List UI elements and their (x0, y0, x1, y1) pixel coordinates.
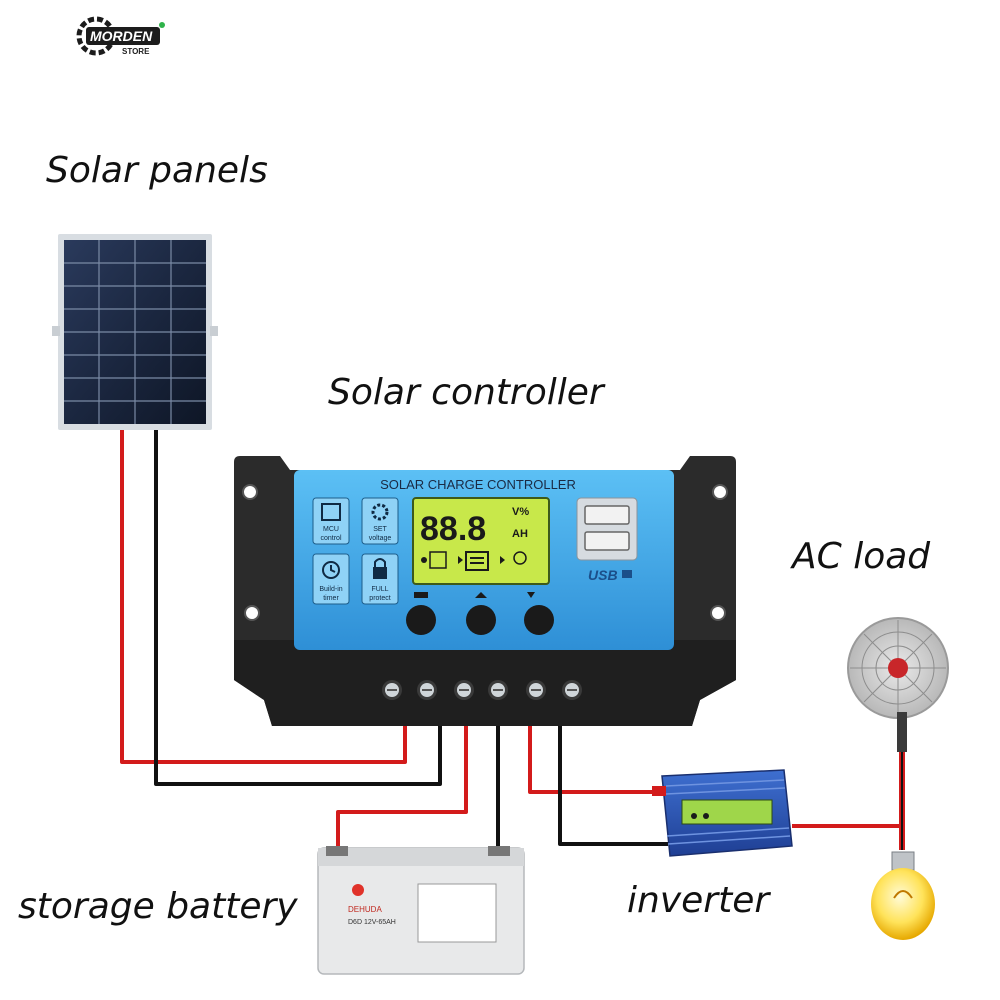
mcu-line2: control (320, 535, 341, 542)
battery-logo (352, 884, 364, 896)
timer-line2: timer (323, 595, 339, 602)
feature-timer: Build-in timer (312, 553, 350, 605)
gear-icon (371, 503, 389, 521)
battery-positive-terminal (326, 846, 348, 856)
set-line2: voltage (369, 535, 392, 542)
lcd-value: 88.8 (420, 510, 486, 548)
light-bulb (871, 851, 935, 940)
feature-set-voltage: SET voltage (361, 497, 399, 545)
storage-battery-label: storage battery (18, 886, 298, 927)
storage-battery: DEHUDA D6D 12V-65AH (317, 846, 525, 975)
inverter-positive-terminal (652, 786, 666, 796)
load-positive-wire (528, 726, 660, 794)
fan (847, 617, 949, 752)
lcd-unit-top: V% (512, 506, 529, 518)
sun-icon (421, 557, 427, 563)
load-negative-wire (558, 726, 668, 846)
protect-line2: protect (369, 595, 390, 602)
feature-mcu: MCU control (312, 497, 350, 545)
chip-icon (321, 503, 341, 521)
inverter (652, 769, 793, 857)
menu-button[interactable] (406, 605, 436, 635)
battery-positive-wire (336, 726, 468, 856)
fan-stand (897, 712, 907, 752)
panel-positive-wire (120, 430, 407, 764)
panel-negative-wire (154, 430, 442, 786)
battery-model: D6D 12V-65AH (348, 919, 396, 926)
brand-name: MORDEN (90, 28, 153, 44)
brand-sub: STORE (122, 47, 150, 56)
battery-icon (465, 551, 489, 571)
protect-line1: FULL (371, 586, 388, 593)
solar-panels-label: Solar panels (46, 150, 268, 191)
lcd-status-icons (421, 551, 527, 571)
battery-brand: DEHUDA (348, 905, 382, 914)
inverter-label: inverter (627, 880, 770, 921)
arrow-icon (450, 556, 463, 564)
lcd-display (412, 497, 550, 585)
battery-spec-label (417, 883, 497, 943)
feature-protect: FULL protect (361, 553, 399, 605)
down-button[interactable] (524, 605, 554, 635)
ac-load-label: AC load (792, 536, 931, 577)
controller-face (294, 470, 674, 650)
charge-controller: SOLAR CHARGE CONTROLLER MCU control SET … (234, 456, 736, 726)
brand-logo: MORDEN STORE (76, 16, 166, 60)
fan-hub (888, 658, 908, 678)
clock-icon (322, 561, 340, 579)
usb-ports (576, 497, 638, 561)
usb-label: USB (588, 567, 618, 583)
menu-icon (414, 592, 428, 598)
solar-controller-label: Solar controller (328, 372, 604, 413)
battery-negative-terminal (488, 846, 510, 856)
controller-header: SOLAR CHARGE CONTROLLER (380, 477, 576, 492)
lcd-unit-bottom: AH (512, 528, 528, 540)
solar-panel (52, 234, 218, 430)
inverter-panel (681, 799, 773, 825)
panel-icon (429, 551, 447, 569)
mcu-line1: MCU (323, 526, 339, 533)
up-button[interactable] (466, 605, 496, 635)
up-arrow-icon (475, 592, 487, 598)
timer-line1: Build-in (319, 586, 342, 593)
control-buttons (406, 592, 554, 635)
usb-icon (622, 570, 632, 578)
terminals (382, 680, 582, 700)
lock-icon (373, 567, 387, 579)
arrow-icon-2 (492, 556, 505, 564)
down-arrow-icon (527, 592, 535, 598)
set-line1: SET (373, 526, 387, 533)
bulb-icon (513, 551, 527, 565)
wires (120, 430, 905, 858)
